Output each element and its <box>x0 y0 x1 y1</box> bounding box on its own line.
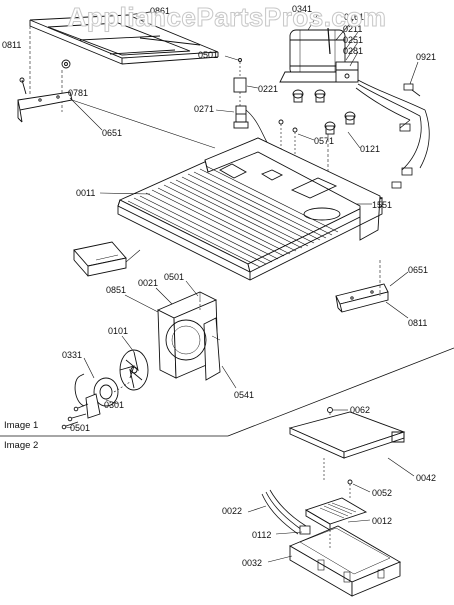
label-0571: 0571 <box>314 136 334 146</box>
label-0811-left: 0811 <box>2 40 21 50</box>
label-0811-right: 0811 <box>408 318 427 328</box>
motor-feet-0121 <box>292 89 356 135</box>
label-0022: 0022 <box>222 506 242 516</box>
label-0032: 0032 <box>242 558 262 568</box>
grommet-0781 <box>61 59 71 69</box>
label-0281: 0281 <box>343 46 363 56</box>
relay-0281 <box>335 61 359 83</box>
label-0211: 0211 <box>343 24 362 34</box>
fan-shroud-0021 <box>156 291 221 381</box>
label-0541: 0541 <box>234 390 254 400</box>
label-0112: 0112 <box>252 530 271 540</box>
label-0251: 0251 <box>343 35 363 45</box>
screw-0052 <box>347 479 353 500</box>
control-box-0032 <box>288 525 402 597</box>
circuit-board-0012 <box>304 497 368 531</box>
label-0651-right: 0651 <box>408 265 428 275</box>
overload-0271 <box>233 105 269 145</box>
label-0121: 0121 <box>360 144 380 154</box>
condenser-motor-0301 <box>74 373 131 419</box>
label-0012: 0012 <box>372 516 392 526</box>
label-0921: 0921 <box>416 52 436 62</box>
site-watermark: AppliancePartsPros.com <box>67 2 387 33</box>
label-0052: 0052 <box>372 488 392 498</box>
part-labels: 0861 0811 0781 0651 0341 0161 0211 0251 … <box>2 4 436 568</box>
label-0501-top: 0501 <box>198 50 218 60</box>
label-0781: 0781 <box>68 88 88 98</box>
label-0271: 0271 <box>194 104 214 114</box>
label-0501-mid: 0501 <box>164 272 184 282</box>
block-under-left <box>73 241 127 277</box>
base-pan-0011 <box>117 137 384 281</box>
wire-harness-0022 <box>261 489 311 535</box>
label-0341: 0341 <box>292 4 312 14</box>
label-0501-bottom: 0501 <box>70 423 90 433</box>
label-0062: 0062 <box>350 405 370 415</box>
label-image-2: Image 2 <box>4 440 38 451</box>
bracket-0651-left <box>17 91 73 123</box>
thermostat-0221 <box>233 58 247 110</box>
label-0042: 0042 <box>416 473 436 483</box>
label-0161: 0161 <box>344 12 364 22</box>
label-0851: 0851 <box>106 285 126 295</box>
screw-0811-left <box>19 77 27 95</box>
cover-plate-0861 <box>29 14 219 65</box>
label-0651-left: 0651 <box>102 128 122 138</box>
label-0221: 0221 <box>258 84 278 94</box>
label-0011: 0011 <box>76 188 95 198</box>
screws-0501-lower <box>61 403 89 430</box>
label-0861: 0861 <box>150 6 170 16</box>
label-0021: 0021 <box>138 278 158 288</box>
label-0101: 0101 <box>108 326 128 336</box>
label-image-1: Image 1 <box>4 420 38 431</box>
label-1551: 1551 <box>372 200 392 210</box>
wire-harness-0921 <box>355 79 430 189</box>
control-cover-0042 <box>288 411 406 459</box>
label-0301: 0301 <box>104 400 124 410</box>
label-0331: 0331 <box>62 350 82 360</box>
bracket-0651-right <box>335 260 389 313</box>
image-divider-diagonal <box>227 347 454 437</box>
fan-blade-0101 <box>119 349 149 391</box>
